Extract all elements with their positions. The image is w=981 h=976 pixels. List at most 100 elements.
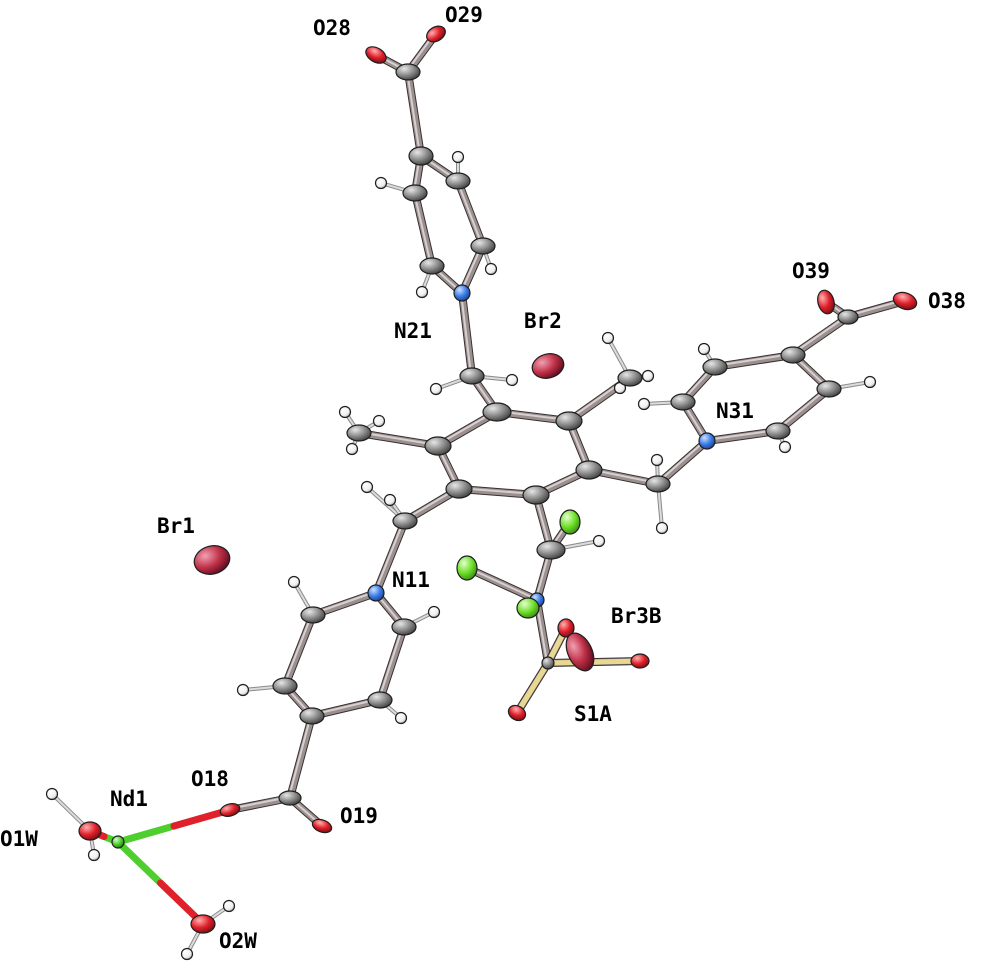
atom-c10 [392, 512, 418, 530]
label-n21: N21 [394, 319, 432, 343]
label-n11: N11 [392, 568, 430, 592]
atom-cl2 [559, 509, 581, 535]
bond-c35-c36-body [775, 386, 832, 434]
atom-br1 [193, 545, 231, 575]
hydrogen-atom-3 [484, 262, 498, 276]
hydrogen-atom-18 [697, 342, 711, 356]
atom-c35 [816, 380, 842, 398]
label-nd1: Nd1 [110, 787, 148, 811]
atom-c23 [402, 184, 428, 202]
atom-o38 [892, 291, 918, 311]
label-s1a: S1A [574, 702, 612, 726]
atom-c2 [555, 411, 583, 431]
atom-c20 [459, 367, 485, 385]
atom-s1 [541, 656, 555, 670]
atom-c6 [424, 436, 452, 456]
hydrogen-atom-27 [180, 947, 194, 961]
bond-c35-c36-shine [776, 387, 829, 431]
bond-c33-c34-body [712, 352, 796, 370]
atom-cl3 [516, 597, 540, 619]
atom-c12 [300, 606, 326, 624]
atom-n11 [367, 584, 385, 602]
atom-label-layer: O28 O29 O39 O38 N21 Br2 N31 Br1 N11 Br3B… [0, 3, 966, 953]
atom-o2c [557, 618, 575, 638]
atom-o39 [817, 289, 835, 315]
bond-c15-c16-shine [378, 625, 404, 700]
hydrogen-atom-9 [338, 405, 352, 419]
hydrogen-atom-23 [394, 711, 408, 725]
atom-br3b [565, 632, 595, 672]
atom-c9 [536, 540, 566, 560]
atom-c26 [470, 237, 496, 255]
atom-o18 [219, 803, 241, 817]
hydrogen-atom-0 [374, 176, 388, 190]
bond-c15-c16-body [377, 624, 407, 703]
label-o1w: O1W [0, 827, 38, 851]
atom-o19 [311, 818, 333, 834]
atom-c34 [780, 346, 806, 364]
atom-c4 [522, 485, 550, 505]
hydrogen-atom-21 [287, 575, 301, 589]
atom-c33 [702, 358, 728, 376]
hydrogen-atom-28 [222, 899, 236, 913]
bond-layer [50, 30, 909, 956]
hydrogen-atom-19 [778, 440, 792, 454]
bond-nd1-o2w-metal [114, 838, 164, 887]
label-n31: N31 [716, 399, 754, 423]
hydrogen-atom-11 [372, 414, 386, 428]
atom-c3 [575, 460, 603, 480]
hydrogen-atom-24 [427, 605, 441, 619]
bond-c10-n11-body [373, 518, 408, 596]
hydrogen-atom-26 [87, 848, 101, 862]
hydrogen-atom-10 [345, 442, 359, 456]
bond-c33-c34-shine [713, 353, 793, 367]
atom-c24 [408, 146, 434, 166]
hydrogen-atom-15 [650, 453, 664, 467]
hydrogen-atom-1 [451, 150, 465, 164]
atom-c27 [395, 63, 421, 81]
hydrogen-atom-14 [655, 521, 669, 535]
label-o38: O38 [928, 289, 966, 313]
label-br2: Br2 [524, 309, 562, 333]
bond-c14-c17-body [287, 713, 315, 801]
label-o39: O39 [792, 259, 830, 283]
label-br1: Br1 [157, 514, 195, 538]
hydrogen-atom-5 [505, 373, 519, 387]
atom-nd1 [111, 835, 125, 849]
atom-o2w [190, 914, 216, 934]
atom-o1w [78, 821, 102, 841]
bond-n21-c20-shine [460, 291, 472, 376]
atom-c13 [272, 677, 298, 695]
atom-c37 [837, 309, 859, 325]
label-br3b: Br3B [611, 604, 662, 628]
bond-nx-cl1-shine [465, 566, 537, 600]
bond-c27-c24-shine [406, 70, 421, 156]
bond-c34-c37-shine [791, 315, 848, 355]
bond-c12-c13-body [282, 612, 316, 689]
hydrogen-atom-6 [601, 331, 615, 345]
hydrogen-atom-22 [236, 683, 250, 697]
label-o2w: O2W [219, 929, 257, 953]
atom-o2b [630, 653, 650, 669]
atom-c14 [299, 707, 325, 725]
hydrogen-atom-4 [429, 382, 443, 396]
hydrogen-atom-13 [383, 493, 397, 507]
atom-c30 [645, 475, 671, 493]
atom-c7 [617, 369, 643, 387]
atom-n21 [453, 284, 471, 302]
bond-sulfur-o2a [514, 660, 551, 716]
atom-o29 [426, 25, 446, 43]
atom-c17 [278, 790, 302, 806]
label-o29: O29 [445, 3, 483, 27]
hydrogen-atom-7 [641, 369, 655, 383]
atom-c32 [670, 393, 696, 411]
label-o18: O18 [191, 767, 229, 791]
label-o28: O28 [313, 16, 351, 40]
hydrogen-atom-2 [415, 285, 429, 299]
atom-c8 [346, 424, 372, 442]
atom-c22 [419, 257, 445, 275]
hydrogen-atom-25 [45, 787, 59, 801]
atom-br2 [531, 353, 565, 379]
hydrogen-atom-17 [637, 397, 651, 411]
